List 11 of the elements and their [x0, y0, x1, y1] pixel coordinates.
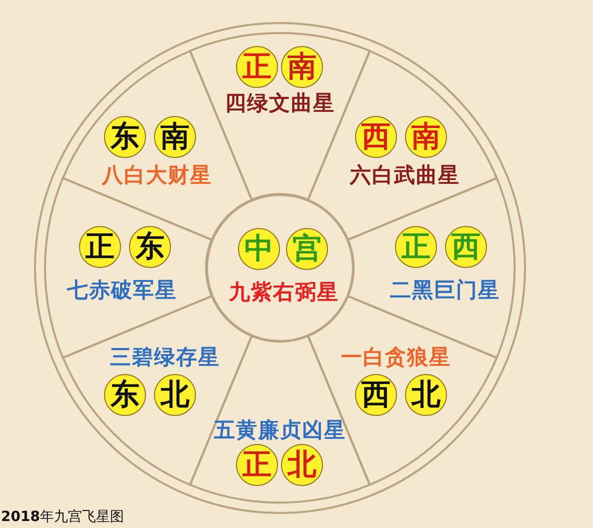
star-name: 一白贪狼星	[340, 344, 451, 369]
caption: 2018年九宫飞星图	[1, 508, 124, 526]
center-circle	[206, 194, 354, 342]
star-name: 四绿文曲星	[224, 90, 335, 115]
star-name: 九紫右弼星	[229, 280, 339, 304]
star-name: 七赤破军星	[66, 278, 177, 302]
star-name: 二黑巨门星	[390, 278, 500, 302]
star-name: 六白武曲星	[350, 162, 460, 187]
star-name: 三碧绿存星	[110, 344, 220, 369]
star-name: 八白大财星	[102, 162, 212, 187]
star-name: 五黄廉贞凶星	[214, 418, 346, 442]
